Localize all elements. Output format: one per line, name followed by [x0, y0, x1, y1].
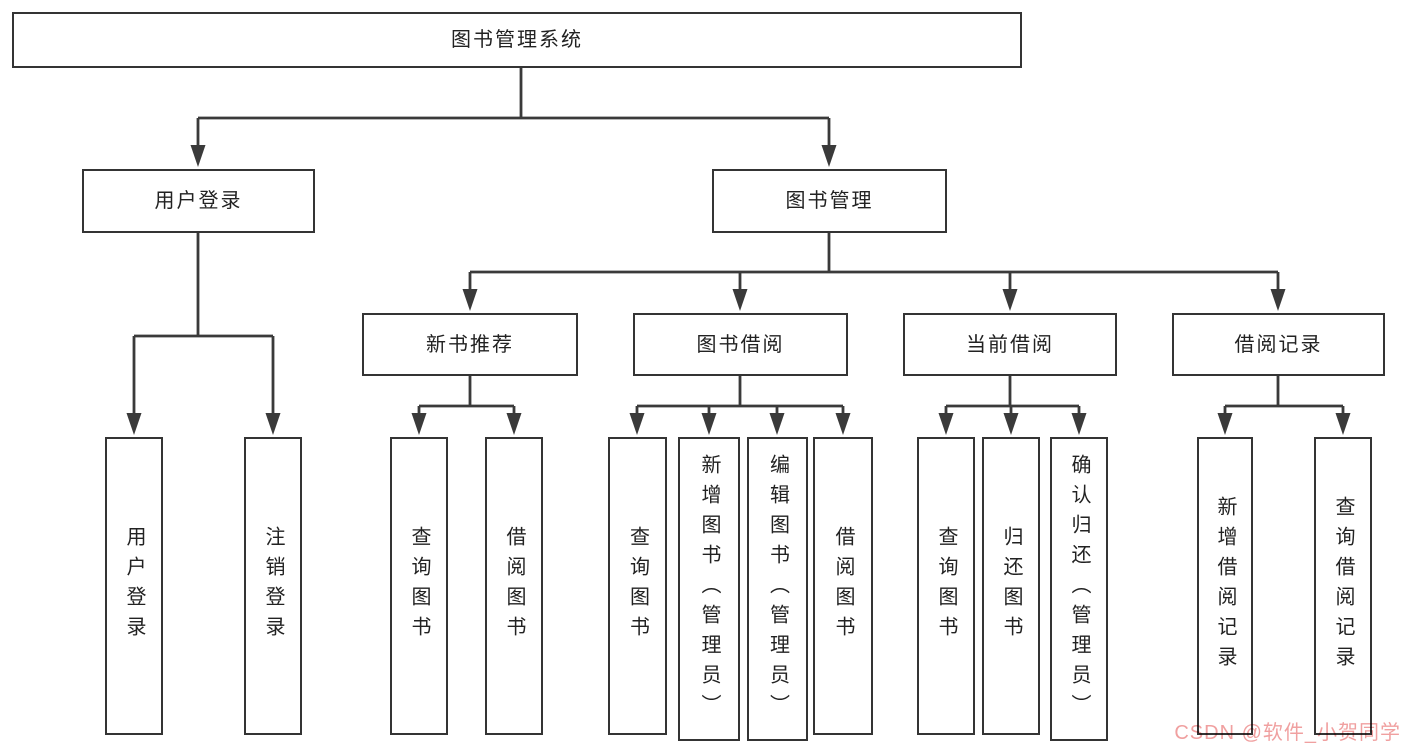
connector-root-to-level1	[190, 68, 837, 167]
leaf-borrow-borrow-book: 借阅图书	[813, 437, 873, 735]
node-book-management: 图书管理	[712, 169, 947, 233]
node-borrow-records: 借阅记录	[1172, 313, 1385, 376]
leaf-user-login: 用户登录	[105, 437, 163, 735]
node-user-login: 用户登录	[82, 169, 315, 233]
leaf-current-query-book: 查询图书	[917, 437, 975, 735]
leaf-borrow-query-book: 查询图书	[608, 437, 667, 735]
connector-manage-to-level2	[462, 233, 1286, 311]
leaf-logout-login: 注销登录	[244, 437, 302, 735]
leaf-borrow-edit-book-admin: 编辑图书（管理员）	[747, 437, 808, 741]
connector-login-to-leaves	[126, 233, 281, 435]
leaf-current-confirm-return-admin: 确认归还（管理员）	[1050, 437, 1108, 741]
connector-recommend-to-leaves	[411, 376, 522, 435]
node-book-borrow: 图书借阅	[633, 313, 848, 376]
leaf-records-query-record: 查询借阅记录	[1314, 437, 1372, 735]
leaf-borrow-add-book-admin: 新增图书（管理员）	[678, 437, 740, 741]
csdn-watermark: CSDN @软件_小贺同学	[1174, 722, 1401, 744]
node-root-system: 图书管理系统	[12, 12, 1022, 68]
node-new-book-recommend: 新书推荐	[362, 313, 578, 376]
leaf-recommend-borrow-book: 借阅图书	[485, 437, 543, 735]
leaf-recommend-query-book: 查询图书	[390, 437, 448, 735]
leaf-current-return-book: 归还图书	[982, 437, 1040, 735]
connector-current-to-leaves	[938, 376, 1087, 435]
connector-records-to-leaves	[1217, 376, 1351, 435]
node-current-borrow: 当前借阅	[903, 313, 1117, 376]
leaf-records-add-record: 新增借阅记录	[1197, 437, 1253, 735]
connector-borrow-to-leaves	[629, 376, 851, 435]
